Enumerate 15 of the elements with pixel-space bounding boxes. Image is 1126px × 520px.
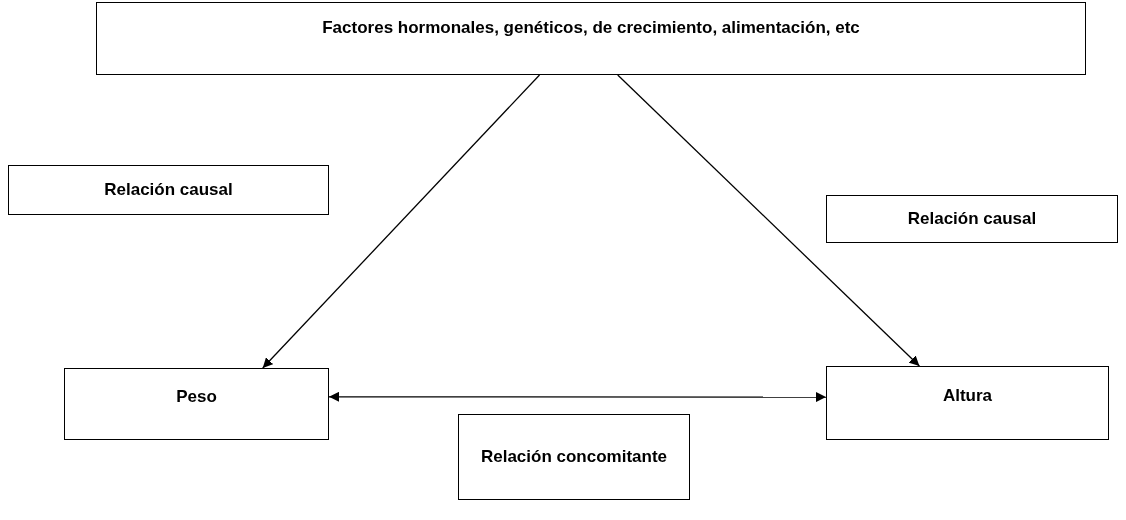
text-box — [64, 368, 329, 440]
text-box — [8, 165, 329, 215]
arrow — [262, 74, 541, 369]
text-box — [96, 2, 1086, 75]
box-label: Relación causal — [104, 179, 233, 202]
box-label: Relación causal — [907, 208, 1037, 231]
arrow — [328, 391, 827, 403]
text-box — [458, 414, 690, 500]
box-label: Factores hormonales, genéticos, de crecimiento, alimentación, etc — [322, 16, 860, 39]
text-box — [826, 366, 1109, 440]
box-label: Relación concomitante — [480, 446, 668, 469]
text-box — [826, 195, 1118, 243]
box-label: Altura — [942, 385, 993, 408]
box-label: Peso — [176, 386, 217, 409]
arrow — [617, 74, 921, 367]
